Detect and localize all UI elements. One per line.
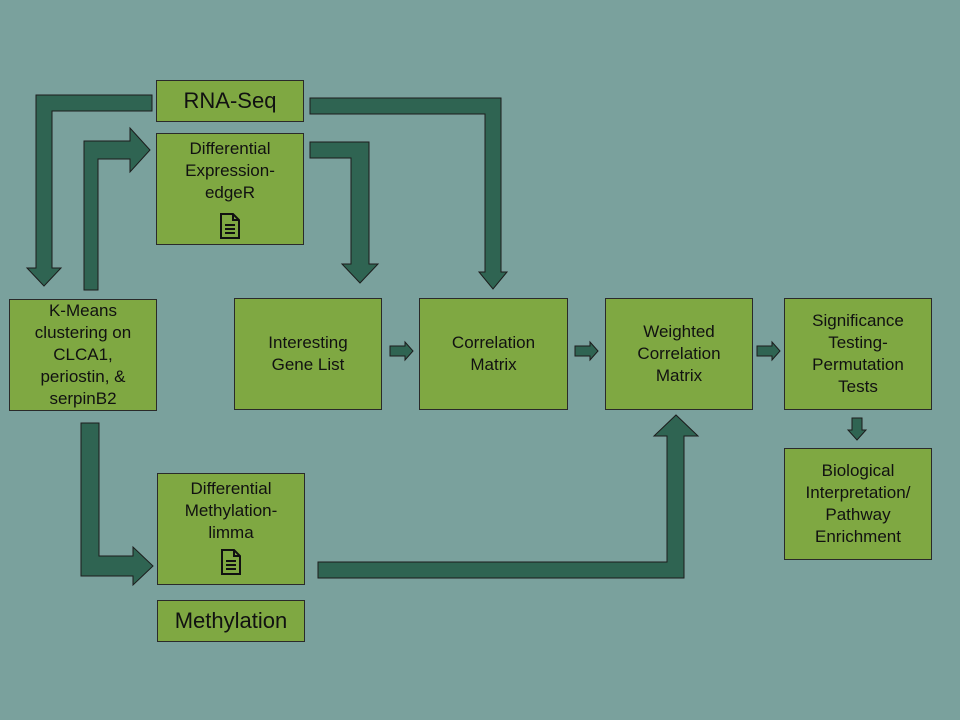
node-rnaseq: RNA-Seq — [156, 80, 304, 122]
arrow-rnaseq-to-kmeans — [25, 94, 153, 287]
arrow-kmeans-to-diffexpr — [83, 126, 151, 291]
node-wcorr: Weighted Correlation Matrix — [605, 298, 753, 410]
node-kmeans: K-Means clustering on CLCA1, periostin, … — [9, 299, 157, 411]
node-corr: Correlation Matrix — [419, 298, 568, 410]
node-kmeans-label: K-Means clustering on CLCA1, periostin, … — [34, 301, 132, 408]
node-signif-label: Significance Testing- Permutation Tests — [812, 311, 904, 396]
arrow-genelist-to-corr — [389, 340, 414, 362]
document-icon — [220, 213, 240, 239]
node-corr-label: Correlation Matrix — [451, 333, 536, 374]
node-methylation: Methylation — [157, 600, 305, 642]
arrow-kmeans-to-diffmeth — [80, 422, 154, 587]
arrow-wcorr-to-signif — [756, 340, 781, 362]
node-rnaseq-label: RNA-Seq — [183, 88, 277, 113]
node-bio-label: Biological Interpretation/ Pathway Enric… — [805, 461, 911, 546]
node-diffexpr: Differential Expression- edgeR — [156, 133, 304, 245]
node-bio: Biological Interpretation/ Pathway Enric… — [784, 448, 932, 560]
node-methylation-label: Methylation — [174, 608, 288, 633]
arrow-diffmeth-to-wcorr — [317, 414, 700, 579]
node-diffmeth: Differential Methylation- limma — [157, 473, 305, 585]
node-signif: Significance Testing- Permutation Tests — [784, 298, 932, 410]
arrow-corr-to-wcorr — [574, 340, 599, 362]
node-diffmeth-label: Differential Methylation- limma — [184, 479, 278, 542]
node-genelist-label: Interesting Gene List — [268, 333, 348, 374]
node-genelist: Interesting Gene List — [234, 298, 382, 410]
arrow-rnaseq-to-corr — [309, 97, 509, 290]
document-icon — [221, 549, 241, 575]
arrow-diffexpr-to-genelist — [309, 141, 380, 284]
node-diffexpr-label: Differential Expression- edgeR — [185, 139, 275, 202]
node-wcorr-label: Weighted Correlation Matrix — [637, 322, 721, 385]
arrow-signif-to-bio — [846, 417, 868, 441]
